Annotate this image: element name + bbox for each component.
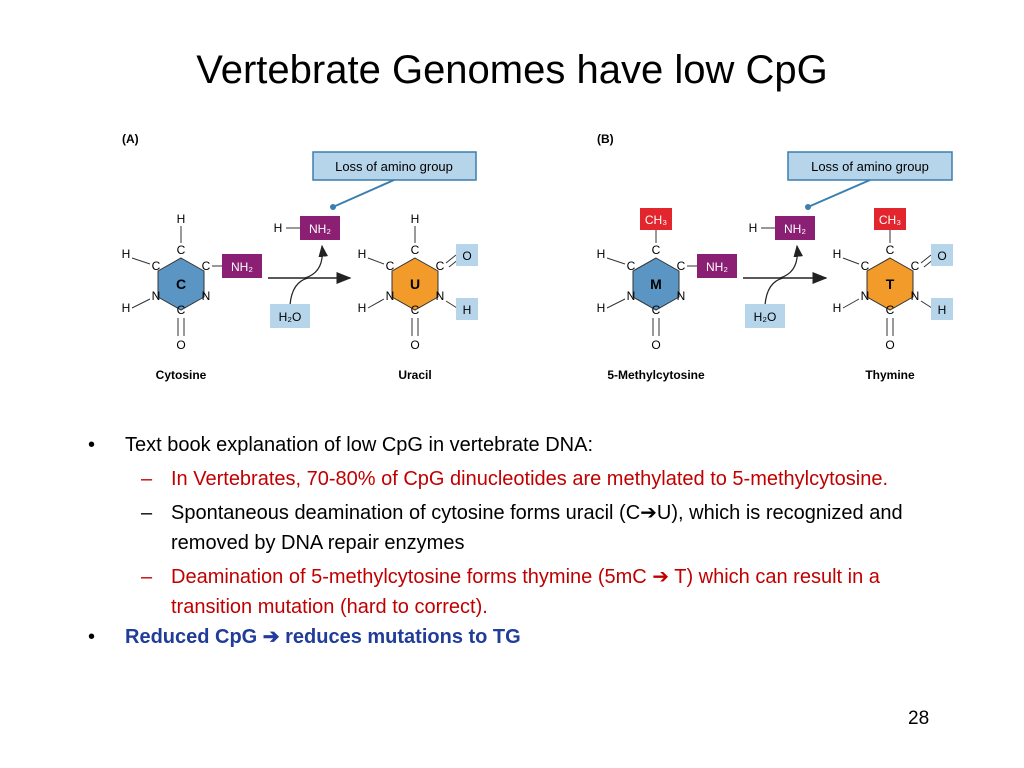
- svg-text:O: O: [462, 249, 471, 263]
- svg-text:H: H: [177, 212, 186, 226]
- cytosine-center: C: [176, 276, 186, 292]
- svg-text:N: N: [436, 289, 445, 303]
- svg-text:NH₂: NH₂: [309, 222, 331, 236]
- svg-text:C: C: [627, 259, 636, 273]
- svg-text:NH₂: NH₂: [784, 222, 806, 236]
- svg-text:H: H: [274, 221, 283, 235]
- svg-text:H₂O: H₂O: [754, 310, 777, 324]
- panel-a-label: (A): [122, 132, 139, 146]
- arrow-icon: ➔: [652, 566, 670, 588]
- svg-text:H: H: [938, 303, 947, 317]
- svg-text:CH₃: CH₃: [645, 213, 667, 227]
- svg-text:O: O: [410, 338, 419, 352]
- svg-text:H: H: [358, 301, 367, 315]
- arrow-icon: ➔: [640, 502, 657, 524]
- panel-a-callout-box: [312, 151, 477, 181]
- svg-text:H: H: [597, 247, 606, 261]
- thymine-label: Thymine: [865, 368, 915, 382]
- sub-bullet-item: – In Vertebrates, 70-80% of CpG dinucleo…: [141, 468, 889, 490]
- svg-text:H: H: [358, 247, 367, 261]
- svg-text:C: C: [411, 303, 420, 317]
- svg-text:C: C: [436, 259, 445, 273]
- svg-text:H: H: [597, 301, 606, 315]
- svg-text:N: N: [677, 289, 686, 303]
- svg-text:H₂O: H₂O: [279, 310, 302, 324]
- svg-text:C: C: [652, 303, 661, 317]
- svg-text:C: C: [202, 259, 211, 273]
- panel-b-callout-text: Loss of amino group: [811, 159, 929, 174]
- svg-text:H: H: [122, 247, 131, 261]
- methylcytosine-molecule: M CH₃ C C C N N C H H O NH₂ 5-Methylcyto…: [597, 208, 737, 382]
- svg-text:NH₂: NH₂: [231, 260, 253, 274]
- svg-text:NH₂: NH₂: [706, 260, 728, 274]
- bullet-item: • Reduced CpG ➔ reduces mutations to TG: [88, 626, 521, 648]
- thymine-molecule: T CH₃ C C C N N C H H O O H Thymine: [833, 208, 953, 382]
- panel-a-callout-text: Loss of amino group: [335, 159, 453, 174]
- thymine-center: T: [886, 276, 895, 292]
- svg-text:C: C: [886, 243, 895, 257]
- svg-text:C: C: [677, 259, 686, 273]
- svg-text:C: C: [411, 243, 420, 257]
- svg-text:H: H: [749, 221, 758, 235]
- svg-text:H: H: [833, 247, 842, 261]
- panel-b-callout-box: [787, 151, 953, 181]
- svg-text:N: N: [202, 289, 211, 303]
- svg-text:N: N: [627, 289, 636, 303]
- svg-text:N: N: [911, 289, 920, 303]
- methylcytosine-center: M: [650, 276, 662, 292]
- amino-group-box: [222, 254, 262, 278]
- svg-text:O: O: [885, 338, 894, 352]
- svg-text:O: O: [651, 338, 660, 352]
- panel-b: (B) Loss of amino group M CH₃ C C C N N …: [597, 132, 953, 382]
- svg-text:H: H: [833, 301, 842, 315]
- uracil-molecule: U H C C C N N C H H O O H Uracil: [358, 212, 478, 382]
- svg-text:O: O: [176, 338, 185, 352]
- svg-text:C: C: [886, 303, 895, 317]
- svg-text:C: C: [911, 259, 920, 273]
- svg-text:C: C: [177, 243, 186, 257]
- svg-text:H: H: [122, 301, 131, 315]
- svg-text:C: C: [152, 259, 161, 273]
- svg-text:O: O: [937, 249, 946, 263]
- arrow-icon: ➔: [262, 626, 280, 648]
- svg-text:C: C: [861, 259, 870, 273]
- svg-text:N: N: [861, 289, 870, 303]
- sub-bullet-item: – Spontaneous deamination of cytosine fo…: [141, 502, 903, 554]
- svg-text:N: N: [152, 289, 161, 303]
- methylcytosine-label: 5-Methylcytosine: [607, 368, 705, 382]
- cytosine-molecule: C H C C C N N C H H O NH₂ Cytosine: [122, 212, 262, 382]
- svg-text:CH₃: CH₃: [879, 213, 901, 227]
- svg-text:C: C: [177, 303, 186, 317]
- uracil-center: U: [410, 276, 420, 292]
- deamination-diagram: (A) Loss of amino group C H C C C N N C …: [122, 132, 953, 382]
- cytosine-label: Cytosine: [156, 368, 207, 382]
- panel-a: (A) Loss of amino group C H C C C N N C …: [122, 132, 478, 382]
- slide-title: Vertebrate Genomes have low CpG: [196, 48, 828, 92]
- svg-text:C: C: [386, 259, 395, 273]
- svg-text:C: C: [652, 243, 661, 257]
- svg-text:N: N: [386, 289, 395, 303]
- page-number: 28: [908, 708, 930, 729]
- panel-b-label: (B): [597, 132, 614, 146]
- uracil-label: Uracil: [398, 368, 431, 382]
- bullet-item: • Text book explanation of low CpG in ve…: [88, 434, 594, 456]
- svg-text:H: H: [463, 303, 472, 317]
- sub-bullet-item: – Deamination of 5-methylcytosine forms …: [141, 566, 880, 618]
- bullet-list: • Text book explanation of low CpG in ve…: [88, 430, 948, 652]
- svg-text:H: H: [411, 212, 420, 226]
